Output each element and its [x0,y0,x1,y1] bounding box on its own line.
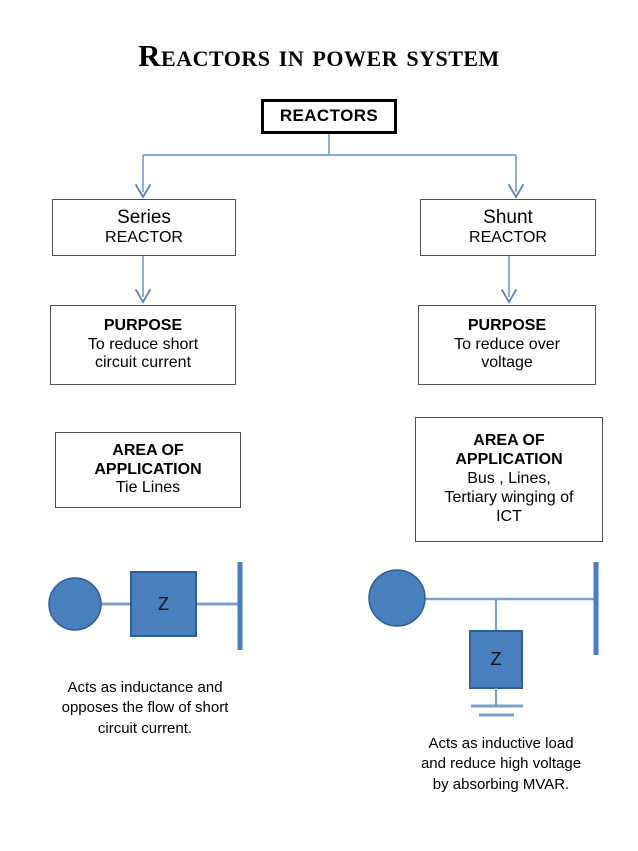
arrowhead-right-top [508,184,524,199]
arrowhead-left-purpose [135,289,151,304]
right-circuit-caption: Acts as inductive load and reduce high v… [420,735,582,793]
left-impedance-label: Z [158,594,169,614]
node-series-purpose-line2: circuit current [94,354,192,372]
node-series-reactor-line2: REACTOR [105,229,183,247]
node-series-purpose-line1: To reduce short [87,335,199,353]
right-generator-circle [368,569,426,627]
node-shunt-purpose-line1: To reduce over [454,335,560,353]
node-shunt-purpose-heading: PURPOSE [467,316,547,334]
node-series-area-of-application[interactable]: AREA OF APPLICATION Tie Lines [55,432,241,508]
node-shunt-purpose-line2: voltage [481,354,533,372]
node-shunt-area-body-line3: ICT [496,507,522,525]
node-series-area-heading-line1: AREA OF [112,441,184,459]
node-shunt-area-body-line1: Bus , Lines, [467,470,551,488]
node-shunt-reactor[interactable]: Shunt REACTOR [420,199,596,256]
node-shunt-area-of-application[interactable]: AREA OF APPLICATION Bus , Lines, Tertiar… [415,417,603,542]
node-series-area-body: Tie Lines [115,479,181,497]
node-series-reactor-line1: Series [117,206,171,228]
node-reactors-root[interactable]: REACTORS [261,99,397,134]
node-series-reactor[interactable]: Series REACTOR [52,199,236,256]
node-shunt-area-heading-line1: AREA OF [473,432,545,450]
right-impedance-label: Z [490,649,502,669]
left-circuit-caption: Acts as inductance and opposes the flow … [61,679,229,737]
node-shunt-reactor-line2: REACTOR [469,229,547,247]
node-series-purpose-heading: PURPOSE [103,316,183,334]
node-series-area-heading-line2: APPLICATION [94,460,202,478]
node-shunt-area-body-line2: Tertiary winging of [444,488,574,506]
page-title: Reactors in power system [138,38,500,73]
node-shunt-reactor-line1: Shunt [483,206,533,228]
node-series-purpose[interactable]: PURPOSE To reduce short circuit current [50,305,236,385]
arrowhead-left-top [135,184,151,199]
node-shunt-purpose[interactable]: PURPOSE To reduce over voltage [418,305,596,385]
node-shunt-area-heading-line2: APPLICATION [455,451,563,469]
arrowhead-right-purpose [501,289,517,304]
right-circuit-group [368,562,599,717]
node-reactors-root-label: REACTORS [279,106,379,126]
left-generator-circle [48,577,102,631]
